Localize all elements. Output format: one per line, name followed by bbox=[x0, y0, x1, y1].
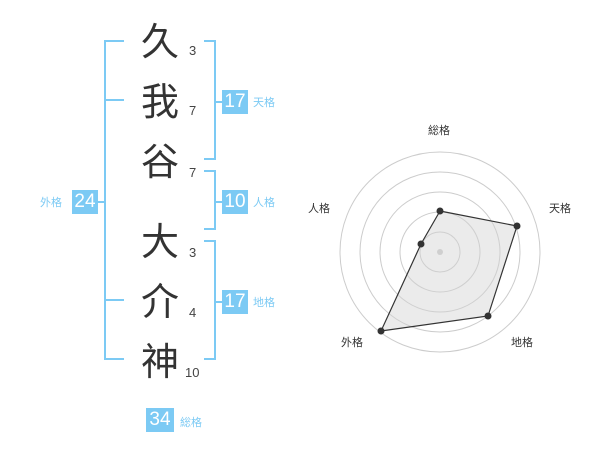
chikaku-connector bbox=[214, 301, 222, 303]
radar-shape bbox=[379, 210, 518, 332]
gaikaku-tick-upper bbox=[104, 99, 124, 101]
radar-point-gaikaku bbox=[377, 327, 385, 335]
stroke-count-2: 7 bbox=[189, 103, 197, 118]
radar-label-chikaku: 地格 bbox=[511, 336, 533, 349]
char-2: 我 bbox=[140, 80, 179, 124]
chikaku-badge: 17 bbox=[222, 290, 248, 314]
radar-label-gaikaku: 外格 bbox=[341, 336, 363, 349]
jinkaku-label: 人格 bbox=[253, 196, 275, 209]
char-4: 大 bbox=[140, 220, 179, 264]
radar-point-jinkaku bbox=[417, 240, 425, 248]
stroke-count-4: 3 bbox=[189, 245, 197, 260]
radar-label-soukaku: 総格 bbox=[428, 124, 450, 137]
char-5: 介 bbox=[140, 280, 179, 324]
radar-center bbox=[437, 249, 443, 255]
tenkaku-connector bbox=[214, 101, 222, 103]
chikaku-bracket bbox=[204, 240, 216, 360]
jinkaku-connector bbox=[214, 201, 222, 203]
gaikaku-badge: 24 bbox=[72, 190, 98, 214]
radar-ring-3 bbox=[379, 191, 501, 313]
gaikaku-tick-lower bbox=[104, 299, 124, 301]
gaikaku-bracket bbox=[104, 40, 124, 360]
tenkaku-badge: 17 bbox=[222, 90, 248, 114]
radar-ring-4 bbox=[359, 171, 521, 333]
char-6: 神 bbox=[140, 340, 179, 384]
radar-ring-1 bbox=[419, 231, 461, 273]
stroke-count-1: 3 bbox=[189, 43, 197, 58]
radar-label-jinkaku: 人格 bbox=[308, 202, 330, 215]
radar-point-chikaku bbox=[484, 312, 492, 320]
char-3: 谷 bbox=[140, 140, 179, 184]
radar-label-tenkaku: 天格 bbox=[549, 202, 571, 215]
chikaku-label: 地格 bbox=[253, 296, 275, 309]
stroke-count-6: 10 bbox=[185, 365, 200, 380]
stroke-count-3: 7 bbox=[189, 165, 197, 180]
radar-point-soukaku bbox=[436, 207, 444, 215]
jinkaku-badge: 10 bbox=[222, 190, 248, 214]
tenkaku-bracket bbox=[204, 40, 216, 160]
soukaku-label: 総格 bbox=[180, 416, 202, 429]
gaikaku-label: 外格 bbox=[40, 196, 62, 209]
soukaku-badge: 34 bbox=[146, 408, 174, 432]
tenkaku-label: 天格 bbox=[253, 96, 275, 109]
gaikaku-connector bbox=[98, 201, 106, 203]
stroke-count-5: 4 bbox=[189, 305, 197, 320]
radar-point-tenkaku bbox=[513, 222, 521, 230]
char-1: 久 bbox=[140, 20, 179, 64]
jinkaku-bracket bbox=[204, 170, 216, 230]
